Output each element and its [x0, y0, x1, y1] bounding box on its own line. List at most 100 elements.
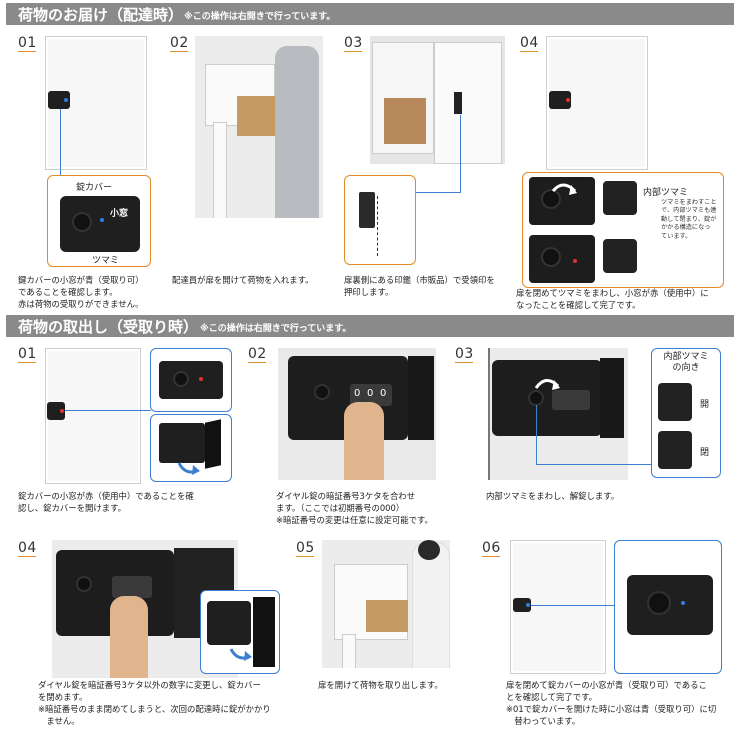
door-back [434, 42, 502, 164]
callout-line [536, 405, 538, 465]
knob-icon [72, 212, 92, 232]
label-open: 開 [700, 400, 710, 410]
inner-knob-open [603, 239, 637, 273]
caption-line: 扉を閉めて錠カバーの小窓が青（受取り可）であるこ [506, 680, 707, 690]
step-underline [18, 362, 36, 363]
finger-hand [110, 596, 148, 678]
photo-taking-parcel [322, 540, 450, 668]
caption-line: 扉を閉めてツマミをまわし、小窓が赤（使用中）に [516, 288, 709, 298]
inner-knob-closed [603, 181, 637, 215]
close-arrow-icon [229, 648, 252, 661]
rotate-arrow-icon [534, 379, 560, 390]
stamp-detail-frame [344, 175, 416, 265]
note-line: かかる構造になっ [661, 224, 711, 232]
step-underline [18, 556, 36, 557]
step-number: 02 [248, 346, 267, 362]
caption-line: とを確認して完了です。 [506, 692, 598, 702]
caption-line: ダイヤル錠の暗証番号3ケタを合わせ [276, 491, 416, 501]
lock-plate-closeup [529, 235, 595, 283]
step-underline [344, 51, 362, 52]
caption-line: 錠カバーの小窓が赤（使用中）であることを確 [18, 491, 194, 501]
photo-delivery-person [195, 36, 323, 218]
status-window-red [573, 259, 577, 263]
dial-lock [207, 601, 251, 645]
callout-knob: ツマミ [92, 256, 120, 266]
mailbox-stand [342, 634, 356, 668]
knob-icon [314, 384, 330, 400]
cover-open [600, 358, 624, 438]
dial-wheels [552, 390, 590, 410]
step-caption: 扉を閉めて錠カバーの小窓が青（受取り可）であるこ とを確認して完了です。 ※01… [506, 679, 716, 727]
caption-line: 認し、錠カバーを開けます。 [18, 503, 127, 513]
caption-line: なったことを確認して完了です。 [516, 300, 641, 310]
caption-line: ※01で錠カバーを開けた時に小窓は青（受取り可）に切 [506, 704, 717, 714]
callout-inner-knob: 内部ツマミ [643, 188, 689, 198]
status-window-blue [526, 603, 530, 607]
status-window-red [199, 377, 203, 381]
lock-cover-closeup [159, 361, 223, 399]
coiled-cord [377, 196, 388, 256]
status-window-blue [100, 218, 104, 222]
caption-line: ※暗証番号のまま閉めてしまうと、次回の配達時に錠がかかり [38, 704, 271, 714]
caption-line: を閉めます。 [38, 692, 88, 702]
knob-icon [173, 371, 189, 387]
photo-dial-lock: 0 0 0 [278, 348, 436, 480]
caption-line: 替わっています。 [506, 716, 581, 726]
step-underline [520, 51, 538, 52]
lock-detail-frame: 錠カバー 小窓 ツマミ [47, 175, 151, 267]
recipient-person [412, 542, 450, 668]
step-underline [248, 362, 266, 363]
step-number: 03 [455, 346, 474, 362]
step-caption: 鍵カバーの小窓が青（受取り可） であることを確認します。 赤は荷物の受取りができ… [18, 274, 144, 310]
step-caption: 扉裏側にある印鑑（市販品）で受領印を 押印します。 [344, 274, 495, 298]
step-number: 06 [482, 540, 501, 556]
step-caption: 扉を開けて荷物を取り出します。 [318, 679, 443, 691]
dial-wheels [112, 576, 152, 598]
caption-line: 鍵カバーの小窓が青（受取り可） [18, 275, 144, 285]
step-caption: 内部ツマミをまわし、解錠します。 [486, 490, 619, 502]
delivery-person [275, 46, 319, 218]
rotate-arrow-icon [551, 183, 577, 195]
dial-digit: 0 [367, 388, 374, 399]
lock-detail-frame [614, 540, 722, 674]
caption-line: ません。 [38, 716, 80, 726]
finger-hand [344, 402, 384, 480]
knob-icon [528, 390, 544, 406]
caption-line: ※暗証番号の変更は任意に設定可能です。 [276, 515, 433, 525]
caption-line: 扉を開けて荷物を取り出します。 [318, 680, 443, 690]
step-caption: 扉を閉めてツマミをまわし、小窓が赤（使用中）に なったことを確認して完了です。 [516, 287, 709, 311]
step-number: 01 [18, 346, 37, 362]
section-header-delivery: 荷物のお届け（配達時） ※この操作は右開きで行っています。 [6, 3, 734, 25]
callout-lock-cover: 錠カバー [76, 183, 113, 193]
step-underline [296, 556, 314, 557]
section-title: 荷物のお届け（配達時） [18, 6, 184, 24]
callout-window: 小窓 [110, 209, 129, 219]
knob-icon [541, 189, 561, 209]
step-underline [455, 362, 473, 363]
person-hair [418, 540, 440, 560]
callout-line [65, 410, 151, 412]
caption-line: 赤は荷物の受取りができません。 [18, 299, 144, 309]
step-number: 05 [296, 540, 315, 556]
caption-line: 扉裏側にある印鑑（市販品）で受領印を [344, 275, 495, 285]
cover-close-frame [200, 590, 280, 674]
step-caption: ダイヤル錠の暗証番号3ケタを合わせ ます。（ここでは初期番号の000） ※暗証番… [276, 490, 433, 526]
callout-line [531, 605, 619, 607]
lock-cover [48, 91, 70, 109]
step-underline [18, 51, 36, 52]
label-line: 内部ツマミ [663, 352, 709, 362]
note-line: ツマミをまわすこと [661, 199, 717, 206]
inner-knob-note: ツマミをまわすこと で、内部ツマミも連 動して閉まり、錠が かかる構造になっ て… [661, 199, 717, 241]
knob-detail-frame: 内部ツマミ ツマミをまわすこと で、内部ツマミも連 動して閉まり、錠が かかる構… [522, 172, 724, 288]
stamp-holder [454, 92, 462, 114]
step-number: 04 [18, 540, 37, 556]
parcel-box [366, 600, 408, 632]
section-note: ※この操作は右開きで行っています。 [184, 12, 336, 22]
section-title: 荷物の取出し（受取り時） [18, 318, 199, 336]
dial-digit: 0 [380, 388, 387, 399]
photo-inner-knob [488, 348, 628, 480]
label-line: の向き [672, 363, 700, 373]
open-arrow-icon [177, 462, 200, 475]
step-caption: 配達員が扉を開けて荷物を入れます。 [172, 274, 314, 286]
cover-open [205, 419, 221, 469]
